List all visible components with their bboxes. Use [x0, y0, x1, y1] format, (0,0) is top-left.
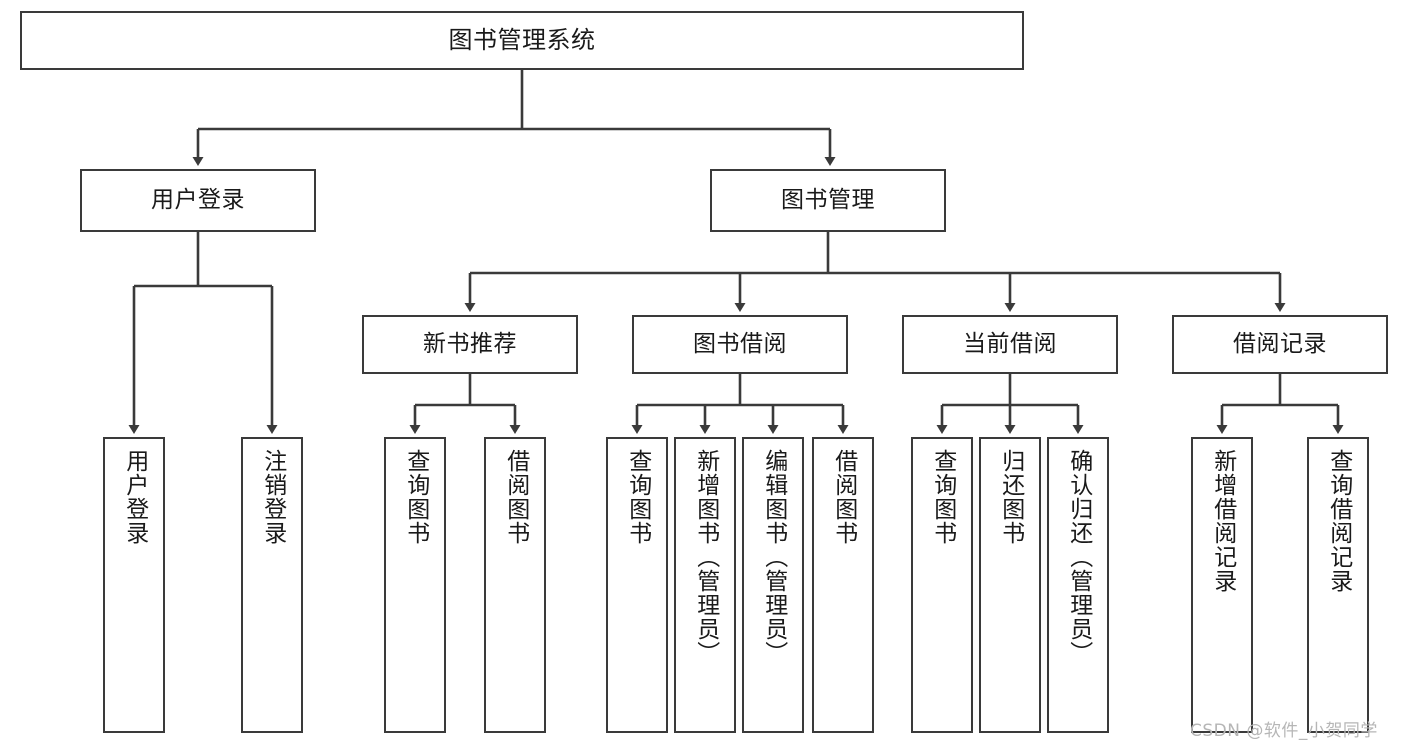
node-label: 新书推荐: [423, 330, 517, 357]
node-label: 查询图书: [402, 449, 429, 545]
node-label: 图书管理: [781, 186, 875, 213]
node-label: 图书借阅: [693, 330, 787, 357]
leaf-add-record[interactable]: 新增借阅记录: [1191, 437, 1253, 733]
node-user-login[interactable]: 用户登录: [80, 169, 316, 232]
leaf-borrow-book-2[interactable]: 借阅图书: [812, 437, 874, 733]
leaf-query-record[interactable]: 查询借阅记录: [1307, 437, 1369, 733]
leaf-user-logout[interactable]: 注销登录: [241, 437, 303, 733]
node-label: 新增借阅记录: [1209, 449, 1236, 593]
node-borrow-record[interactable]: 借阅记录: [1172, 315, 1388, 374]
leaf-query-book-2[interactable]: 查询图书: [606, 437, 668, 733]
node-label: 用户登录: [151, 186, 245, 213]
node-current-borrow[interactable]: 当前借阅: [902, 315, 1118, 374]
node-label: 新增图书（管理员）: [692, 449, 719, 665]
leaf-query-book-1[interactable]: 查询图书: [384, 437, 446, 733]
leaf-confirm-return[interactable]: 确认归还（管理员）: [1047, 437, 1109, 733]
node-root-book-management-system[interactable]: 图书管理系统: [20, 11, 1024, 70]
csdn-watermark: CSDN @软件_小贺同学: [1190, 721, 1378, 741]
node-new-book-recommend[interactable]: 新书推荐: [362, 315, 578, 374]
leaf-query-book-3[interactable]: 查询图书: [911, 437, 973, 733]
node-label: 当前借阅: [963, 330, 1057, 357]
node-label: 查询借阅记录: [1325, 449, 1352, 593]
leaf-borrow-book-1[interactable]: 借阅图书: [484, 437, 546, 733]
node-label: 用户登录: [121, 449, 148, 545]
node-label: 查询图书: [929, 449, 956, 545]
node-label: 查询图书: [624, 449, 651, 545]
node-label: 图书管理系统: [448, 26, 596, 55]
node-label: 确认归还（管理员）: [1065, 449, 1092, 665]
leaf-edit-book[interactable]: 编辑图书（管理员）: [742, 437, 804, 733]
node-label: 编辑图书（管理员）: [760, 449, 787, 665]
leaf-add-book[interactable]: 新增图书（管理员）: [674, 437, 736, 733]
node-book-borrow[interactable]: 图书借阅: [632, 315, 848, 374]
node-label: 借阅图书: [502, 449, 529, 545]
node-label: 借阅记录: [1233, 330, 1327, 357]
node-label: 借阅图书: [830, 449, 857, 545]
leaf-user-login[interactable]: 用户登录: [103, 437, 165, 733]
node-label: 归还图书: [997, 449, 1024, 545]
node-label: 注销登录: [259, 449, 286, 545]
node-book-management[interactable]: 图书管理: [710, 169, 946, 232]
leaf-return-book[interactable]: 归还图书: [979, 437, 1041, 733]
